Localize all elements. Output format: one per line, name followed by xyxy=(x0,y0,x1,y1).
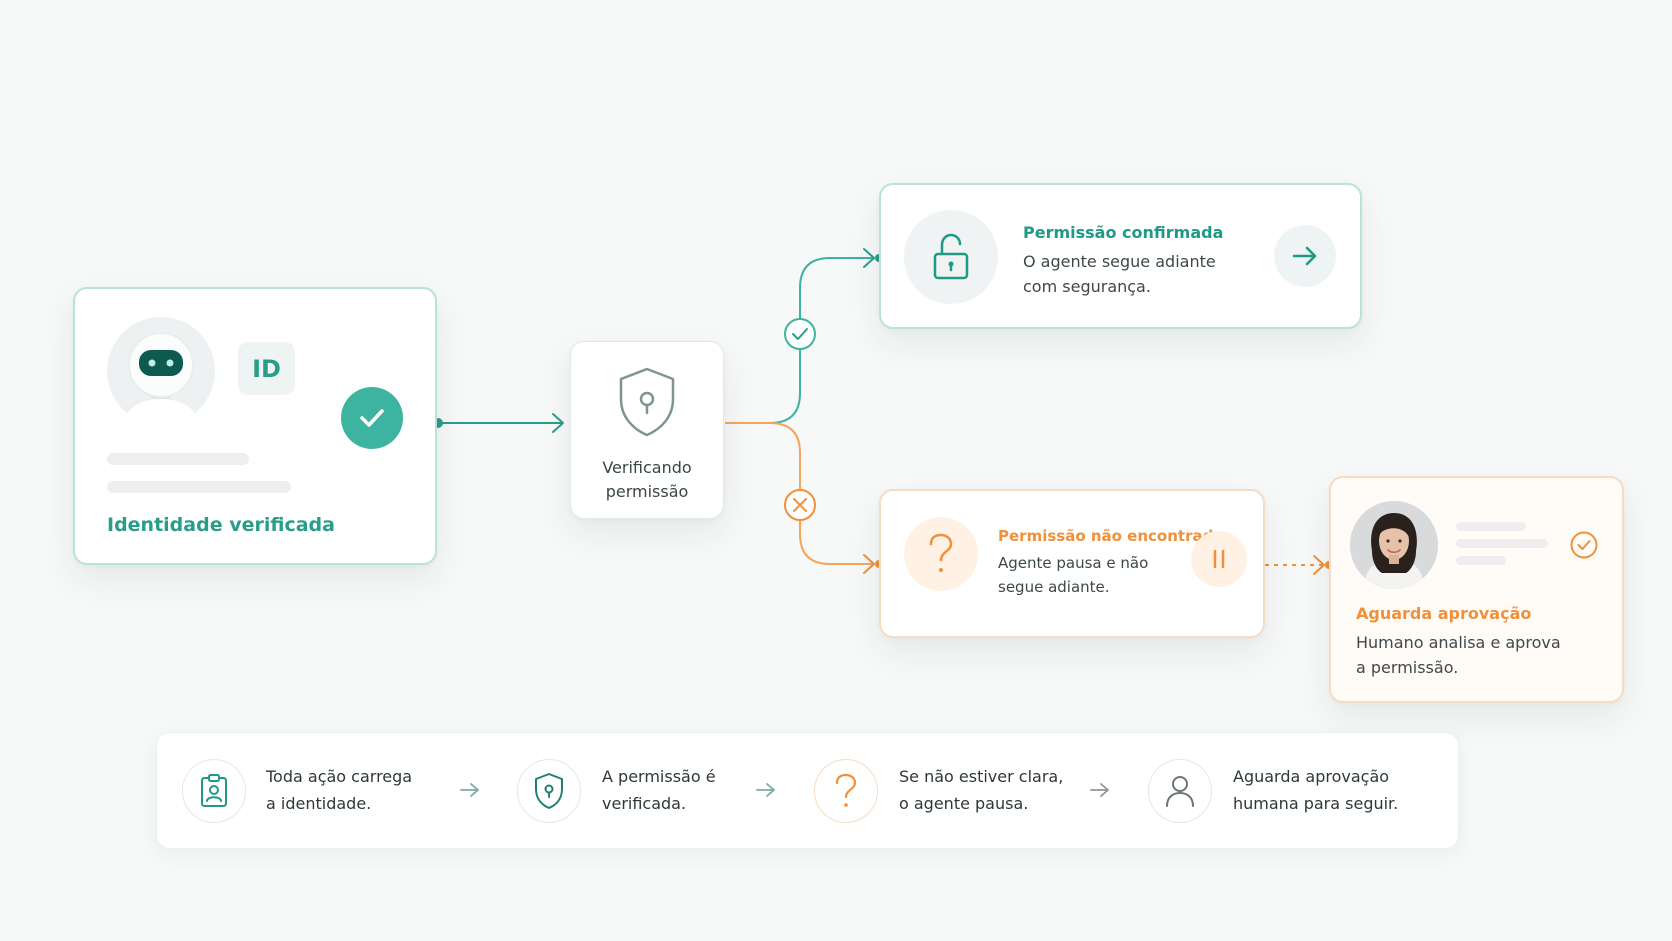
pause-button[interactable] xyxy=(1191,531,1247,587)
step-4-line-2: humana para seguir. xyxy=(1233,794,1399,813)
step-2-line-1: A permissão é xyxy=(602,767,716,786)
approval-desc-line-2: a permissão. xyxy=(1356,658,1459,677)
arrow-head-icon xyxy=(863,248,875,268)
arrow-right-icon xyxy=(756,783,775,797)
step-1-line-2: a identidade. xyxy=(266,794,372,813)
step-icon-pause xyxy=(814,759,878,823)
placeholder-line xyxy=(1456,539,1548,548)
permission-not-found-card: Permissão não encontrada Agente pausa e … xyxy=(879,489,1265,638)
permission-not-found-title: Permissão não encontrada xyxy=(998,527,1224,545)
check-circle-icon xyxy=(784,318,816,350)
step-icon-permission xyxy=(517,759,581,823)
verifying-permission-label: Verificando permissão xyxy=(571,456,723,504)
steps-summary-bar: Toda ação carrega a identidade. A permis… xyxy=(156,732,1459,849)
x-circle-icon xyxy=(784,489,816,521)
id-badge-icon xyxy=(201,774,227,807)
woman-portrait xyxy=(1350,501,1438,589)
notfound-desc-line-1: Agente pausa e não xyxy=(998,554,1149,572)
arrow-head-icon xyxy=(552,413,564,433)
arrow-head-icon xyxy=(1313,555,1325,575)
arrow-right-icon xyxy=(1292,246,1317,266)
shield-keyhole-icon xyxy=(619,367,675,437)
robot-icon xyxy=(125,332,197,425)
question-icon xyxy=(929,533,953,572)
confirmed-desc-line-1: O agente segue adiante xyxy=(1023,252,1216,271)
step-text-human: Aguarda aprovação humana para seguir. xyxy=(1233,763,1398,817)
awaiting-approval-title: Aguarda aprovação xyxy=(1356,604,1532,623)
arrow-right-icon xyxy=(460,783,479,797)
awaiting-approval-desc: Humano analisa e aprova a permissão. xyxy=(1356,630,1561,680)
arrow-right-icon xyxy=(1090,783,1109,797)
confirmed-desc-line-2: com segurança. xyxy=(1023,277,1151,296)
step-text-identity: Toda ação carrega a identidade. xyxy=(266,763,412,817)
step-3-line-2: o agente pausa. xyxy=(899,794,1029,813)
approval-desc-line-1: Humano analisa e aprova xyxy=(1356,633,1561,652)
step-text-pause: Se não estiver clara, o agente pausa. xyxy=(899,763,1063,817)
proceed-arrow-button[interactable] xyxy=(1274,225,1336,287)
question-icon-container xyxy=(904,517,978,591)
human-avatar xyxy=(1350,501,1438,589)
identity-card: ID Identidade verificada xyxy=(73,287,437,565)
step-text-permission: A permissão é verificada. xyxy=(602,763,716,817)
notfound-desc-line-2: segue adiante. xyxy=(998,578,1110,596)
connector-line-confirmed xyxy=(725,257,874,424)
placeholder-line xyxy=(1456,522,1526,531)
robot-avatar xyxy=(107,317,215,425)
verified-check-icon xyxy=(341,387,403,449)
step-1-line-1: Toda ação carrega xyxy=(266,767,413,786)
question-icon xyxy=(835,773,857,807)
placeholder-line xyxy=(107,481,291,493)
permission-not-found-desc: Agente pausa e não segue adiante. xyxy=(998,551,1148,599)
step-icon-human xyxy=(1148,759,1212,823)
check-circle-icon xyxy=(1570,531,1598,559)
id-badge: ID xyxy=(238,342,295,395)
permission-confirmed-card: Permissão confirmada O agente segue adia… xyxy=(879,183,1362,329)
permission-confirmed-desc: O agente segue adiante com segurança. xyxy=(1023,249,1216,299)
permission-confirmed-title: Permissão confirmada xyxy=(1023,223,1224,242)
identity-verified-label: Identidade verificada xyxy=(107,514,335,536)
connector-line-notfound xyxy=(725,422,874,565)
placeholder-line xyxy=(1456,556,1506,565)
step-2-line-2: verificada. xyxy=(602,794,687,813)
pause-icon xyxy=(1213,549,1225,569)
placeholder-line xyxy=(107,453,249,465)
step-4-line-1: Aguarda aprovação xyxy=(1233,767,1390,786)
step-3-line-1: Se não estiver clara, xyxy=(899,767,1064,786)
awaiting-approval-card: Aguarda aprovação Humano analisa e aprov… xyxy=(1329,476,1624,703)
shield-icon xyxy=(535,773,563,809)
verify-line-2: permissão xyxy=(605,482,689,501)
arrow-head-icon xyxy=(863,554,875,574)
unlock-icon xyxy=(933,233,969,280)
verify-line-1: Verificando xyxy=(602,458,692,477)
unlock-icon-container xyxy=(904,210,998,304)
verifying-permission-card: Verificando permissão xyxy=(570,341,724,519)
person-icon xyxy=(1166,776,1194,807)
step-icon-identity xyxy=(182,759,246,823)
